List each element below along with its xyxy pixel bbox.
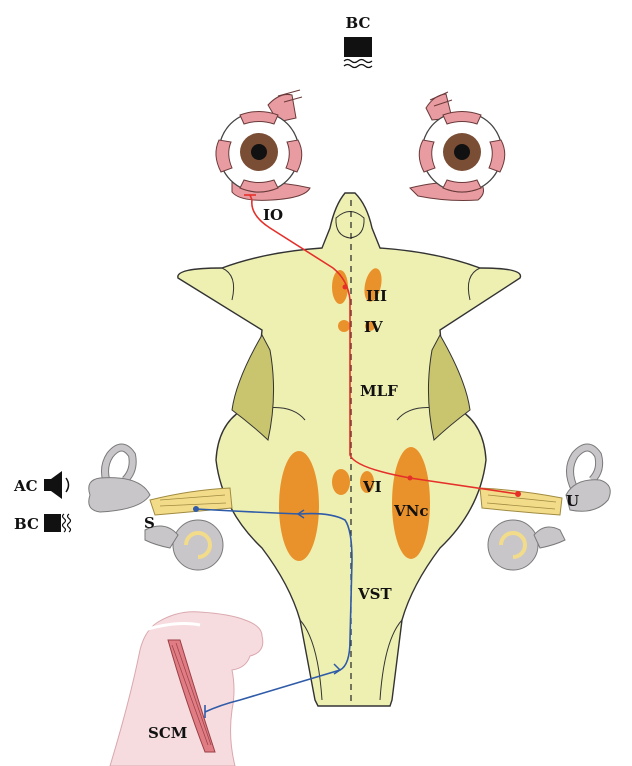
- label-vst: VST: [357, 585, 392, 603]
- label-mlf: MLF: [360, 382, 398, 400]
- red-pathway-synapse-iii: [343, 285, 348, 290]
- speaker-icon: [44, 471, 69, 499]
- vibration-waves-left: [63, 514, 71, 532]
- inner-ear-right-icon: [480, 448, 610, 571]
- label-bc-top: BC: [346, 14, 371, 32]
- eyeball-left-icon: [216, 90, 310, 200]
- bone-conduction-vibrator-left-icon: [44, 514, 61, 532]
- inner-ear-left-icon: [89, 448, 232, 571]
- eyeball-right-icon: [410, 92, 505, 201]
- vestibular-nuclei-left: [279, 451, 319, 561]
- label-ac: AC: [13, 477, 38, 495]
- abducens-nucleus-left: [332, 469, 350, 495]
- blue-pathway-origin: [193, 506, 199, 512]
- label-s: S: [144, 514, 155, 532]
- bone-conduction-vibrator-icon: [344, 37, 372, 57]
- vibration-waves-top: [344, 60, 372, 68]
- label-bc-left: BC: [14, 515, 39, 533]
- neck-icon: [110, 612, 263, 766]
- trochlear-nucleus-left: [338, 320, 350, 332]
- label-io: IO: [263, 206, 283, 224]
- label-iv: IV: [364, 318, 383, 336]
- red-pathway-origin: [515, 491, 521, 497]
- label-u: U: [566, 492, 579, 510]
- label-scm: SCM: [148, 724, 187, 742]
- label-iii: III: [366, 287, 387, 305]
- label-vi: VI: [362, 478, 382, 496]
- label-vnc: VNc: [393, 502, 428, 520]
- red-pathway-synapse-vnc: [408, 476, 413, 481]
